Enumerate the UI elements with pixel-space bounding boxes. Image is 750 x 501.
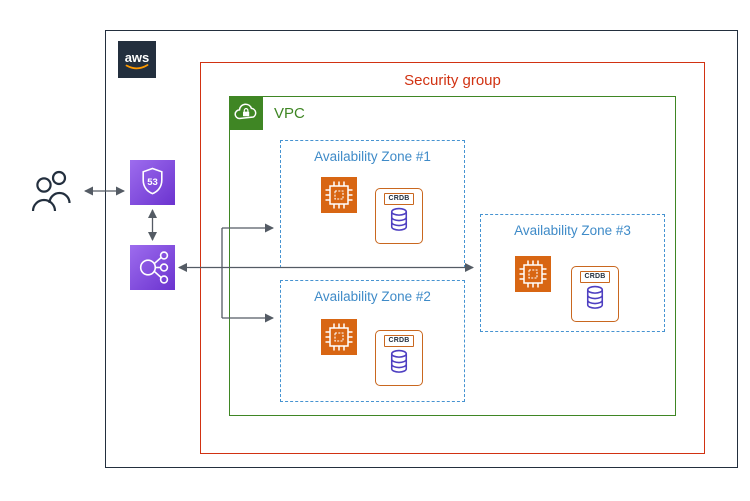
chip-glyph (325, 323, 353, 351)
crdb-node: CRDB (571, 266, 619, 322)
availability-zone-3-label: Availability Zone #3 (514, 223, 631, 238)
ec2-instance-icon (515, 256, 551, 292)
availability-zone-3: Availability Zone #3 CRDB (480, 214, 665, 332)
availability-zone-2-label: Availability Zone #2 (314, 289, 431, 304)
aws-cloud-boundary: aws Security group VPC Availabi (105, 30, 738, 468)
load-balancer-icon (130, 245, 175, 290)
load-balancer-glyph (139, 251, 169, 284)
chip-glyph (325, 181, 353, 209)
security-group-boundary: Security group VPC Availability Zone #1 (200, 62, 705, 454)
crdb-label: CRDB (580, 271, 610, 283)
database-icon (390, 349, 408, 373)
crdb-label: CRDB (384, 335, 414, 347)
availability-zone-1: Availability Zone #1 CRDB (280, 140, 465, 268)
availability-zone-2: Availability Zone #2 CRDB (280, 280, 465, 402)
crdb-label: CRDB (384, 193, 414, 205)
ec2-instance-icon (321, 319, 357, 355)
crdb-node: CRDB (375, 188, 423, 244)
route53-shield-glyph: 53 (142, 167, 163, 195)
chip-glyph (519, 260, 547, 288)
security-group-label: Security group (404, 72, 501, 89)
aws-logo-text: aws (125, 50, 150, 65)
vpc-boundary: VPC Availability Zone #1 (229, 96, 676, 416)
cloud-lock-glyph (234, 103, 257, 120)
database-icon (390, 207, 408, 231)
vpc-icon (229, 96, 263, 130)
vpc-label: VPC (274, 105, 305, 122)
users-icon (31, 170, 71, 212)
availability-zone-1-label: Availability Zone #1 (314, 149, 431, 164)
aws-logo: aws (118, 41, 156, 78)
route53-icon: 53 (130, 160, 175, 205)
aws-logo-icon: aws (125, 50, 150, 70)
route53-number: 53 (147, 177, 158, 188)
ec2-instance-icon (321, 177, 357, 213)
crdb-node: CRDB (375, 330, 423, 386)
database-icon (586, 285, 604, 309)
